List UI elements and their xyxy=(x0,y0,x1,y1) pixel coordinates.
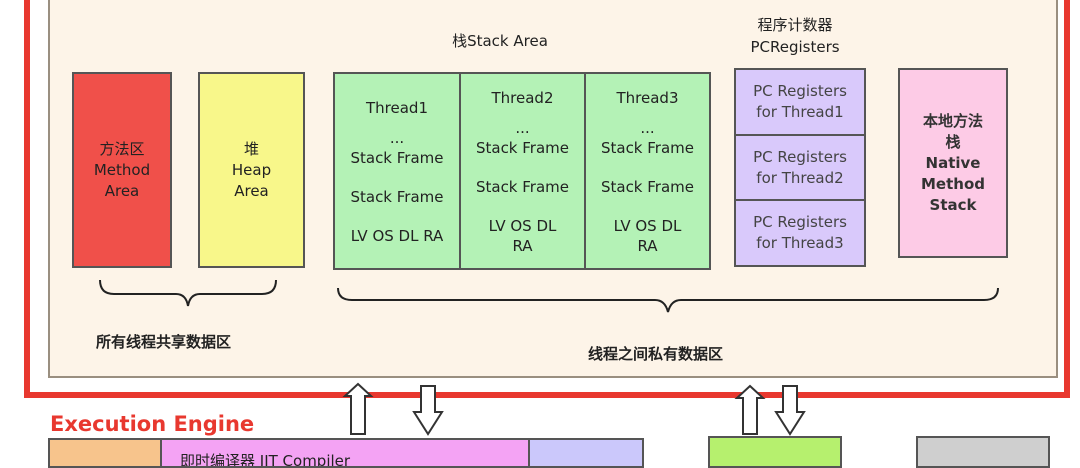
garbage-collector-box xyxy=(528,438,644,468)
interpreter-box xyxy=(48,438,162,468)
native-method-stack-box: 本地方法 栈 Native Method Stack xyxy=(898,68,1008,258)
thread1-frame1: Stack Frame xyxy=(350,149,444,167)
method-area-en2: Area xyxy=(104,181,140,200)
pc-register-thread2-line1: PC Registers xyxy=(753,147,847,166)
native-stack-en1: Native xyxy=(925,153,981,172)
thread2-dots: ... xyxy=(515,119,530,137)
thread2-frame1: Stack Frame xyxy=(475,139,570,157)
thread1-name: Thread1 xyxy=(366,99,428,117)
native-stack-en2: Method xyxy=(921,174,985,193)
runtime-data-area-frame xyxy=(24,0,1070,398)
pc-register-thread3-line2: for Thread3 xyxy=(756,234,844,252)
pc-register-thread1: PC Registers for Thread1 xyxy=(734,68,866,136)
pc-registers-title: 程序计数器 PCRegisters xyxy=(720,14,870,58)
thread2-frame2: Stack Frame xyxy=(475,178,570,196)
down-arrow-left xyxy=(412,385,444,436)
jit-compiler-box: 即时编译器 JIT Compiler xyxy=(160,438,530,468)
pc-register-thread2-line2: for Thread2 xyxy=(756,168,844,187)
pc-register-thread3: PC Registers for Thread3 xyxy=(734,199,866,267)
thread3-frame1: Stack Frame xyxy=(600,139,695,157)
private-brace xyxy=(337,287,999,313)
thread3-vars1: LV OS DL xyxy=(613,217,682,235)
pc-register-thread1-line1: PC Registers xyxy=(753,82,847,100)
shared-brace xyxy=(99,279,277,307)
native-stack-en3: Stack xyxy=(929,195,977,214)
thread3-dots: ... xyxy=(640,119,655,137)
jit-compiler-label: 即时编译器 JIT Compiler xyxy=(180,452,351,468)
thread1-vars: LV OS DL RA xyxy=(350,227,444,245)
thread1-frame2: Stack Frame xyxy=(350,188,444,206)
up-arrow-left xyxy=(342,382,374,435)
thread1-dots: ... xyxy=(389,129,405,147)
private-data-caption: 线程之间私有数据区 xyxy=(588,345,724,363)
heap-area-box: 堆 Heap Area xyxy=(198,72,305,268)
pc-register-thread3-line1: PC Registers xyxy=(753,213,847,231)
thread3-stack: Thread3 ... Stack Frame Stack Frame LV O… xyxy=(584,72,711,270)
stack-area-title: 栈Stack Area xyxy=(452,32,548,50)
thread2-vars1: LV OS DL xyxy=(488,217,557,235)
thread2-name: Thread2 xyxy=(491,89,554,107)
execution-engine-label: Execution Engine xyxy=(50,412,255,436)
pc-registers-title-en: PCRegisters xyxy=(750,38,840,56)
native-stack-cn1: 本地方法 xyxy=(922,111,983,130)
native-library-box xyxy=(916,436,1050,468)
pc-registers-title-cn: 程序计数器 xyxy=(757,16,833,34)
native-interface-box xyxy=(708,436,842,468)
method-area-en1: Method xyxy=(93,160,151,179)
native-stack-cn2: 栈 xyxy=(945,132,961,151)
down-arrow-right xyxy=(774,385,806,436)
pc-register-thread1-line2: for Thread1 xyxy=(756,103,844,121)
heap-area-en1: Heap xyxy=(231,160,272,179)
thread3-frame2: Stack Frame xyxy=(600,178,695,196)
thread2-vars2: RA xyxy=(512,237,533,255)
up-arrow-right xyxy=(734,384,766,435)
shared-data-caption: 所有线程共享数据区 xyxy=(96,333,232,351)
heap-area-en2: Area xyxy=(234,181,269,200)
method-area-cn: 方法区 xyxy=(99,139,145,158)
thread3-vars2: RA xyxy=(637,237,658,255)
heap-area-cn: 堆 xyxy=(243,139,259,158)
pc-register-thread2: PC Registers for Thread2 xyxy=(734,134,866,201)
thread3-name: Thread3 xyxy=(616,89,679,107)
method-area-box: 方法区 Method Area xyxy=(72,72,172,268)
thread2-stack: Thread2 ... Stack Frame Stack Frame LV O… xyxy=(459,72,586,270)
